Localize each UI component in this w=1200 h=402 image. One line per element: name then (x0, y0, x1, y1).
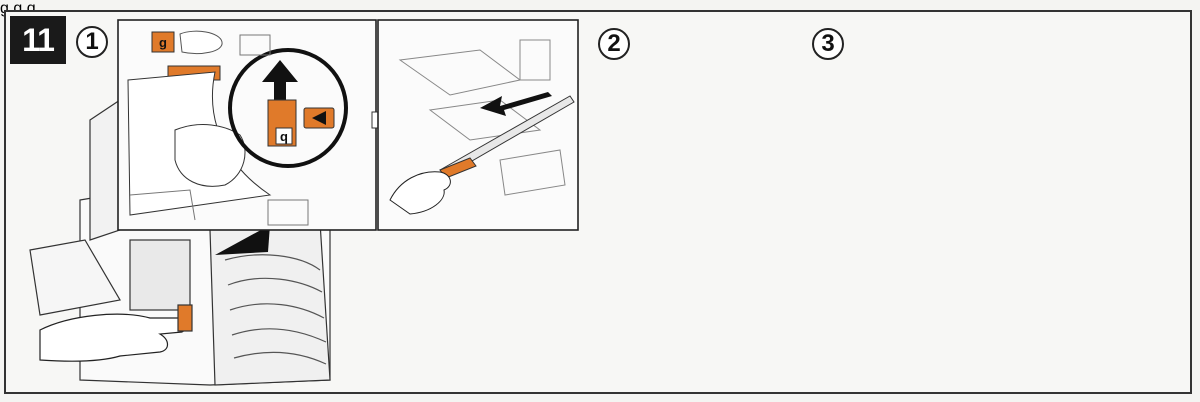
magnify-circle-icon: g q (13, 0, 35, 17)
hand-icon (39, 304, 193, 362)
hand-icon: g g q (0, 0, 36, 17)
zoom-inset-1b (377, 19, 579, 231)
arrow-left-icon (480, 92, 552, 116)
arrow-right-icon: g g q (0, 0, 36, 17)
magnify-circle-icon (228, 48, 348, 168)
substep-1-circle: 1 (76, 26, 108, 58)
arrow-right-icon: g q (13, 0, 35, 17)
tag-g-label: g (159, 35, 167, 50)
tag-q-label: q (26, 0, 36, 17)
callout-pointer (215, 225, 270, 255)
substep-3-circle: 3 (812, 28, 844, 60)
hand-icon (389, 171, 451, 215)
arrow-left-icon: g (0, 0, 13, 17)
section-3: g g q (0, 0, 36, 17)
tag-g-label: g (0, 0, 9, 17)
rod-preview: g g q (0, 0, 36, 17)
arrow-left-icon: g q (13, 0, 35, 17)
zoom-inset-3b: g q (13, 0, 35, 17)
tag-q-label: q (280, 129, 288, 144)
substep-2-circle: 2 (598, 28, 630, 60)
magnify-circle-icon: g (0, 0, 13, 17)
arrow-up-icon (262, 60, 298, 100)
zoom-inset-1a: g q (117, 19, 377, 231)
tag-g-label: g (13, 0, 23, 17)
arrow-left-icon (312, 111, 326, 125)
section-1: g q (29, 19, 579, 386)
zoom-inset-3a: g (0, 0, 13, 17)
step-number-badge: 11 (10, 16, 66, 64)
callout-pointer: g g q (0, 0, 36, 17)
